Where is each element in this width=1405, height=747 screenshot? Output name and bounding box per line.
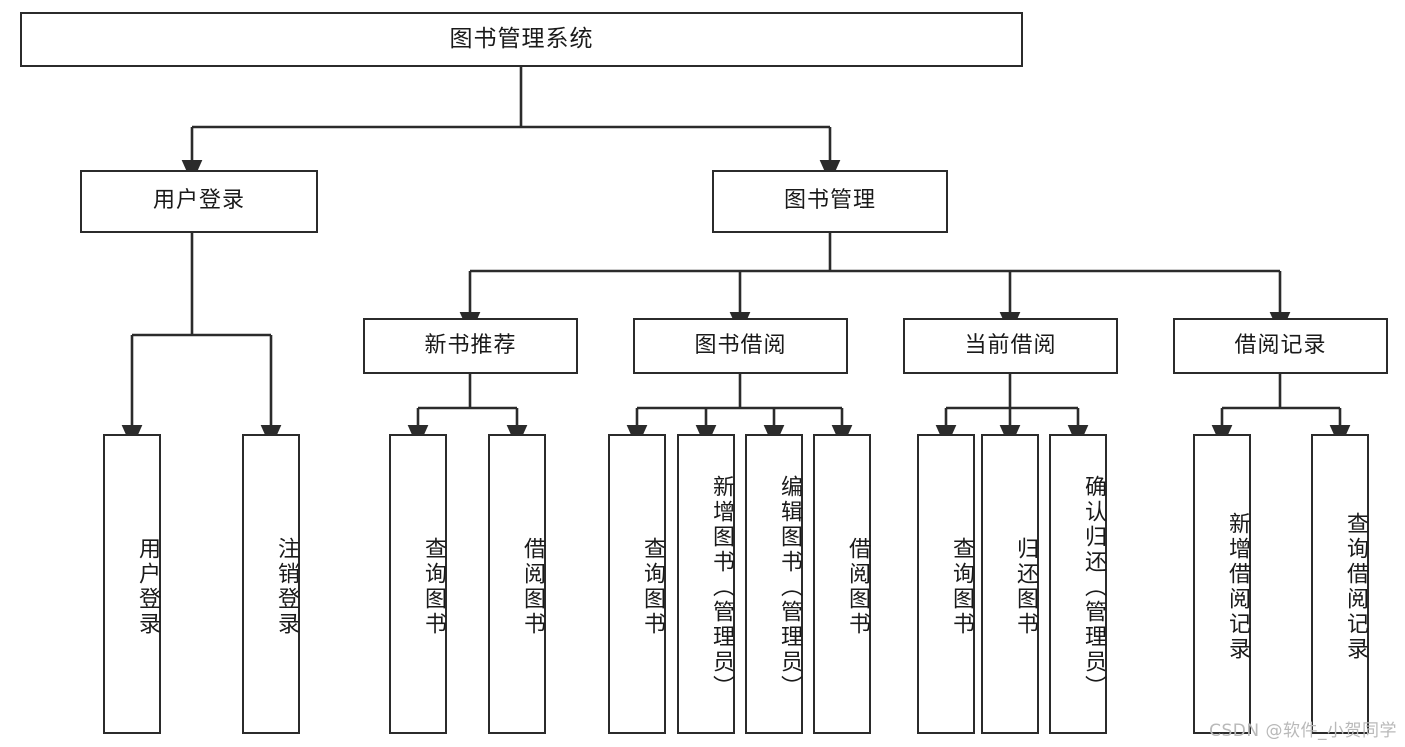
node-book-borrow[interactable]: 图书借阅 [633, 318, 848, 374]
leaf-borrow-book[interactable]: 借阅图书 [813, 434, 871, 734]
leaf-logout-login[interactable]: 注销登录 [242, 434, 300, 734]
leaf-query-book-borrow[interactable]: 查询图书 [608, 434, 666, 734]
node-current-borrow[interactable]: 当前借阅 [903, 318, 1118, 374]
leaf-query-book-recommend[interactable]: 查询图书 [389, 434, 447, 734]
leaf-return-book[interactable]: 归还图书 [981, 434, 1039, 734]
node-new-book-recommend[interactable]: 新书推荐 [363, 318, 578, 374]
leaf-user-login[interactable]: 用户登录 [103, 434, 161, 734]
leaf-query-book-current[interactable]: 查询图书 [917, 434, 975, 734]
node-borrow-record[interactable]: 借阅记录 [1173, 318, 1388, 374]
leaf-borrow-book-recommend[interactable]: 借阅图书 [488, 434, 546, 734]
leaf-add-book-admin[interactable]: 新增图书（管理员） [677, 434, 735, 734]
node-user-login[interactable]: 用户登录 [80, 170, 318, 233]
node-book-manage[interactable]: 图书管理 [712, 170, 948, 233]
watermark-text: CSDN @软件_小贺同学 [1209, 721, 1397, 741]
leaf-confirm-return-admin[interactable]: 确认归还（管理员） [1049, 434, 1107, 734]
node-root-system[interactable]: 图书管理系统 [20, 12, 1023, 67]
leaf-add-borrow-record[interactable]: 新增借阅记录 [1193, 434, 1251, 734]
leaf-query-borrow-record[interactable]: 查询借阅记录 [1311, 434, 1369, 734]
leaf-edit-book-admin[interactable]: 编辑图书（管理员） [745, 434, 803, 734]
